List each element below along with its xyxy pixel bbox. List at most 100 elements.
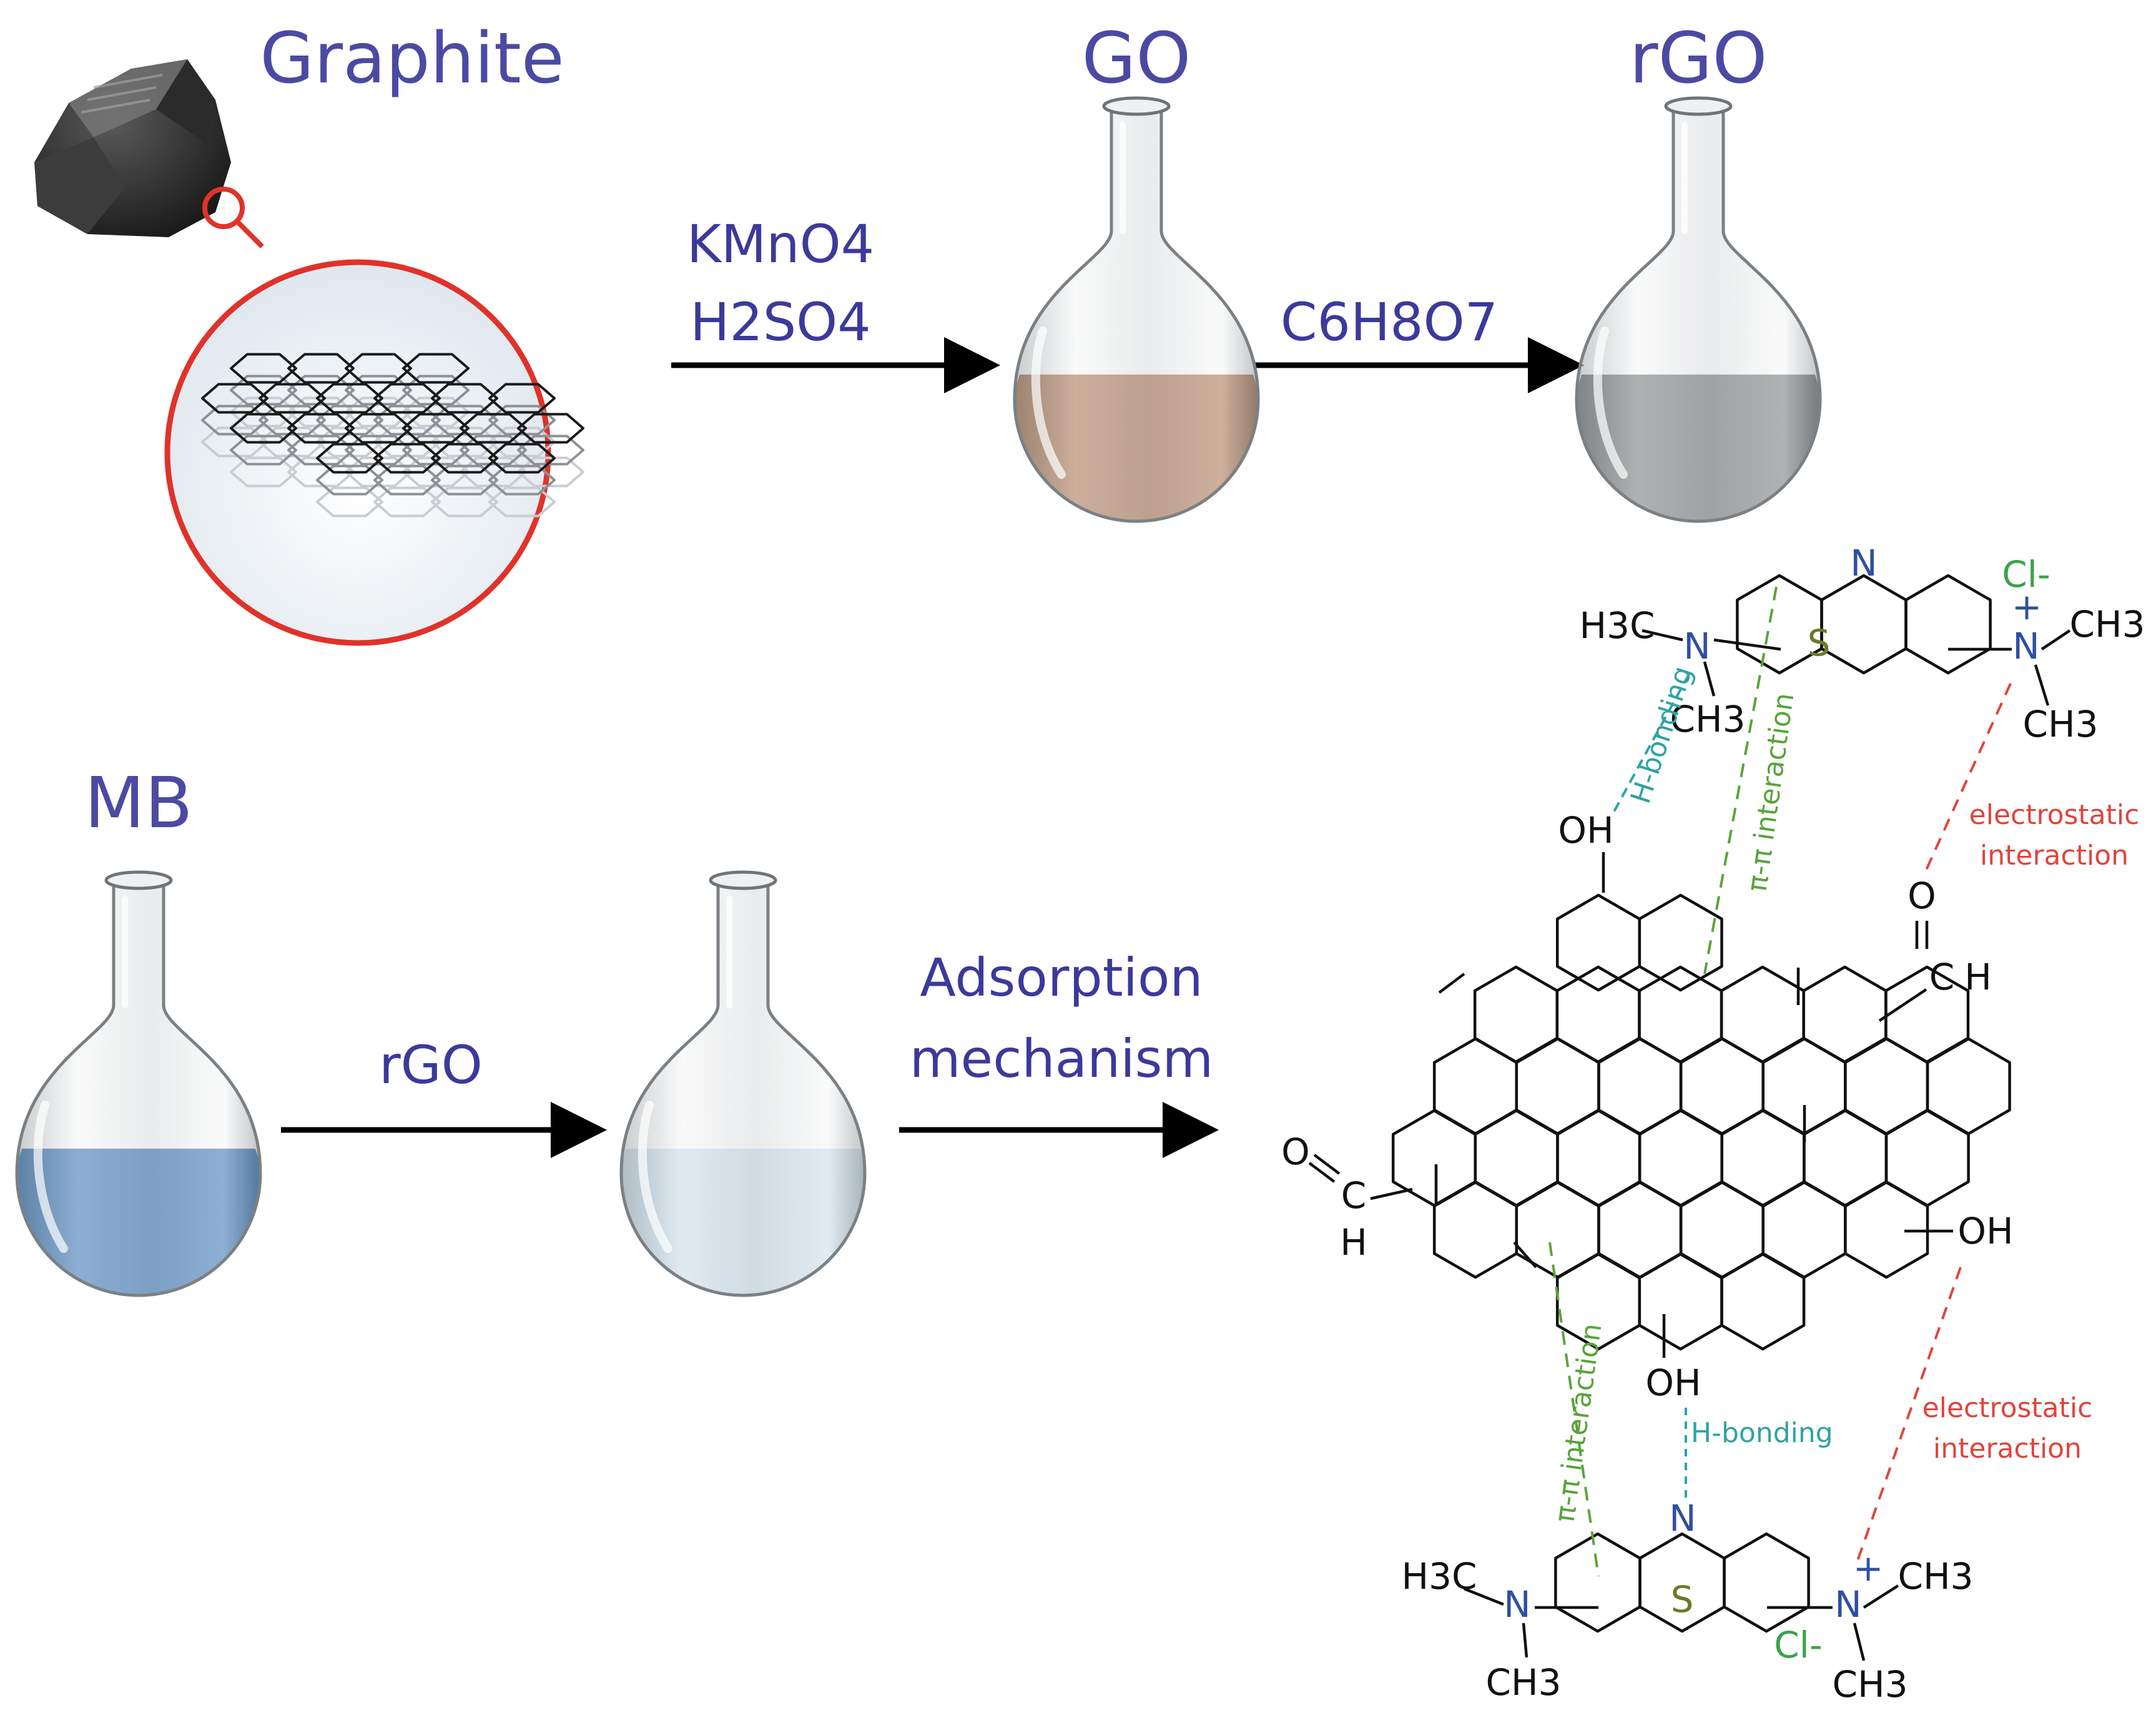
rgo-hex-ring [1720,1109,1806,1207]
cho-right-h: H [1964,956,1992,998]
graphene-hex [402,353,470,384]
pi-top-label: π-π interaction [1741,691,1800,894]
graphene-hex [345,413,412,444]
rgo-hex-ring [1720,1252,1806,1351]
cho-right-ch: C [1929,956,1955,998]
mb-substituent-bond [1853,1622,1866,1661]
graphene-hex [287,413,355,444]
flask-treated [621,872,865,1295]
zoom-connector [235,220,264,248]
graphene-hex [431,405,498,436]
graphene-hex [201,426,268,458]
cho-left-c: C [1341,1174,1367,1217]
mb-bot-ch3-a: CH3 [1485,1661,1561,1704]
graphene-hex [460,434,527,466]
pi-top-line [1703,586,1778,974]
mb-top-iminium-n: N [2012,625,2039,667]
mb-ring [1554,1532,1642,1633]
rgo-hex-ring [1474,1109,1559,1207]
cho-left-h: H [1340,1221,1367,1264]
graphene-hex [517,413,584,444]
graphene-hex [431,464,498,496]
graphene-hex [345,375,412,406]
graphene-hex [230,413,297,444]
mb-ring [1904,574,1992,675]
reagent-h2so4: H2SO4 [690,292,871,353]
mb-bot-ring-s: S [1671,1578,1694,1621]
oh-bottom: OH [1645,1362,1701,1404]
reagent-kmno4: KMnO4 [687,214,874,275]
reagent-c6h8o7: C6H8O7 [1281,292,1498,353]
rgo-hex-ring [1638,893,1723,992]
graphene-hex [316,443,383,474]
graphene-layers-icon [201,353,584,518]
oh-right: OH [1957,1210,2013,1252]
hbond-top-line [1613,674,1690,812]
mb-top-amine-n: N [1683,625,1710,667]
graphene-hex [230,456,297,488]
rgo-hex-ring [1638,1109,1723,1207]
graphene-hex [287,434,355,466]
mb-bot-cl: Cl- [1774,1624,1823,1666]
adsorption-label-line2: mechanism [910,1028,1214,1089]
cho-right-o: O [1907,875,1936,917]
rgo-hex-ring [1803,1109,1888,1207]
mb-substituent-bond [2040,629,2071,650]
graphite-rock-icon [34,59,231,237]
graphene-hex [431,486,498,518]
graphene-hex [316,486,383,518]
zoom-marker-icon [202,187,245,229]
mb-title: MB [84,763,192,844]
mb-top-plus: + [2012,586,2042,628]
graphene-hex [488,443,556,474]
rgo-hex-ring [1556,1109,1642,1207]
graphene-hex [345,434,412,466]
flask-rgo [1577,98,1820,521]
graphene-hex [201,383,268,414]
graphene-hex [517,434,584,466]
double-bond [1513,1241,1537,1269]
graphene-hex [258,383,326,414]
es-bot-line [1856,1267,1962,1561]
mb-top-rings [1642,574,2071,706]
es-top-label-2: interaction [1980,840,2129,871]
cho-left-o: O [1281,1131,1310,1173]
rgo-hex-ring [1884,1109,1970,1207]
mb-top-ch3-b: CH3 [2069,603,2145,646]
graphene-hex [230,353,297,384]
graphene-hex [287,353,355,384]
graphene-hex [316,383,383,414]
mb-bot-iminium-n: N [1834,1583,1861,1626]
go-title: GO [1082,18,1191,99]
mb-bot-plus: + [1853,1547,1884,1589]
rgo-hex-ring [1555,893,1642,992]
cho-left-bond [1370,1187,1413,1200]
es-top-label-1: electrostatic [1969,799,2140,831]
graphene-hex [316,464,383,496]
graphene-hex [488,405,556,436]
graphene-hex [258,405,326,436]
graphene-hex [287,456,355,488]
graphene-hex [373,405,441,436]
graphite-title: Graphite [260,18,564,99]
flask-mb [17,872,260,1295]
graphene-hex [488,486,556,518]
graphene-hex [316,405,383,436]
reagent-rgo: rGO [379,1034,483,1096]
cho-left-double2 [1308,1162,1336,1183]
hbond-bot-label: H-bonding [1691,1417,1833,1449]
mb-top-h3c: H3C [1579,604,1655,647]
mb-ring [1820,574,1907,675]
rgo-hex-ring [1432,1181,1519,1279]
graphene-hex [431,443,498,474]
mb-bot-amine-n: N [1504,1583,1530,1626]
cho-right-bond [1878,988,1927,1022]
es-top-line [1923,683,2012,875]
es-bot-label-2: interaction [1933,1433,2082,1465]
mb-top-ch3-a: CH3 [1670,698,1745,740]
graphene-hex [373,464,441,496]
graphene-hex [230,434,297,466]
mb-substituent-bond [1642,629,1683,642]
